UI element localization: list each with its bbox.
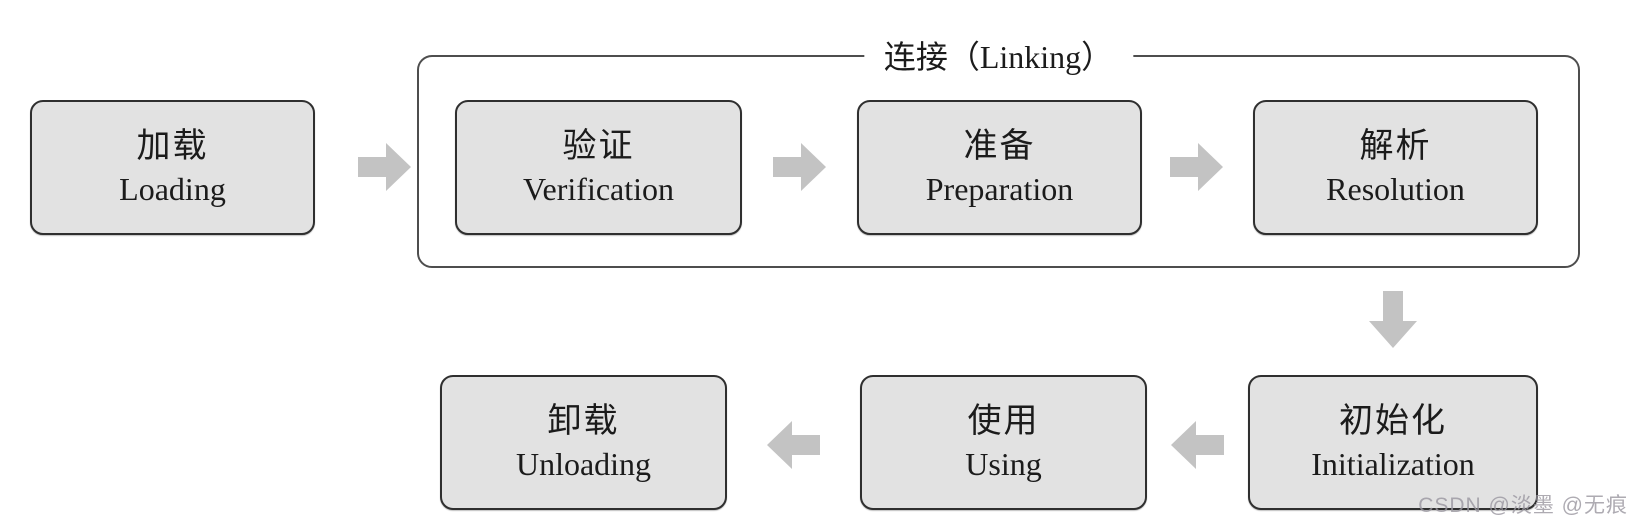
- arrow-using-to-unloading-icon: [766, 419, 820, 471]
- stage-label-en: Initialization: [1311, 445, 1475, 482]
- stage-label-en: Verification: [522, 170, 675, 207]
- stage-label-zh: 验证: [562, 128, 635, 166]
- stage-label-en: Resolution: [1326, 170, 1465, 207]
- stage-box-unloading: 卸载 Unloading: [440, 375, 727, 510]
- arrow-initialization-to-using-icon: [1170, 419, 1224, 471]
- stage-box-loading: 加载 Loading: [30, 100, 315, 235]
- csdn-watermark: CSDN @淡墨 @无痕: [1418, 494, 1628, 517]
- arrow-preparation-to-resolution-icon: [1170, 141, 1224, 193]
- stage-label-en: Loading: [119, 170, 226, 207]
- stage-label-zh: 初始化: [1339, 403, 1447, 441]
- linking-group-frame: 连接（Linking）: [417, 32, 1580, 268]
- arrow-loading-to-verification-icon: [358, 141, 412, 193]
- stage-box-verification: 验证 Verification: [455, 100, 742, 235]
- stage-box-preparation: 准备 Preparation: [857, 100, 1142, 235]
- stage-box-resolution: 解析 Resolution: [1253, 100, 1538, 235]
- stage-label-en: Unloading: [515, 445, 652, 482]
- stage-label-en: Using: [965, 445, 1042, 482]
- stage-label-zh: 解析: [1359, 128, 1432, 166]
- stage-label-zh: 准备: [963, 128, 1036, 166]
- linking-group-label: 连接（Linking）: [863, 32, 1134, 78]
- arrow-resolution-to-initialization-icon: [1367, 291, 1419, 349]
- stage-label-zh: 使用: [967, 403, 1040, 441]
- stage-label-zh: 加载: [136, 128, 209, 166]
- stage-box-using: 使用 Using: [860, 375, 1147, 510]
- stage-label-en: Preparation: [925, 170, 1074, 207]
- stage-box-initialization: 初始化 Initialization: [1248, 375, 1538, 510]
- stage-label-zh: 卸载: [547, 403, 620, 441]
- arrow-verification-to-preparation-icon: [773, 141, 827, 193]
